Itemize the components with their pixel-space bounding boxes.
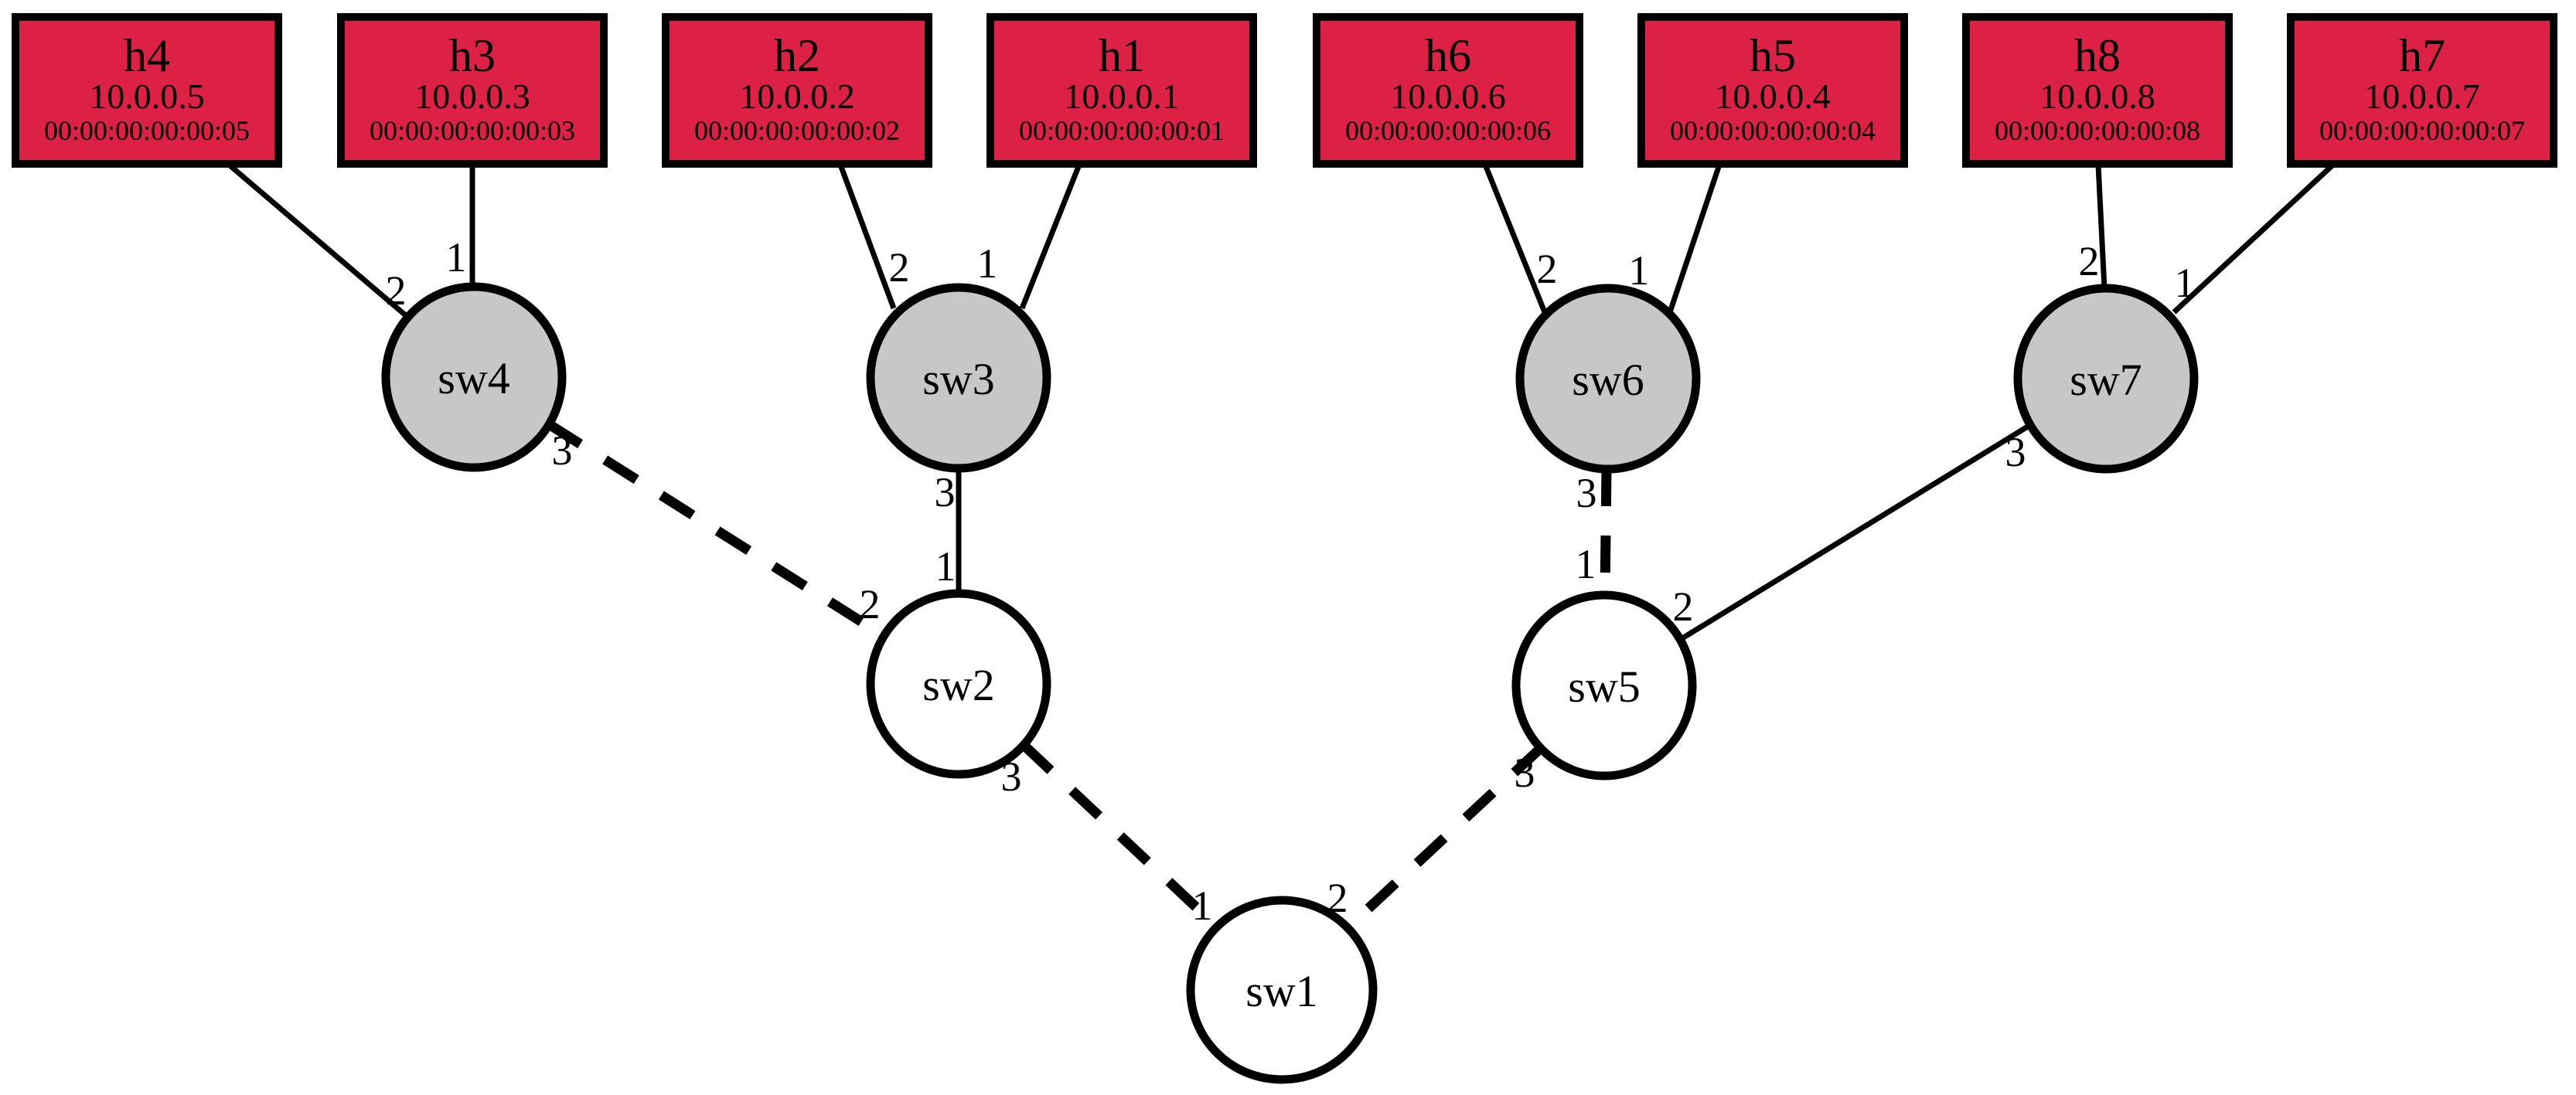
link-sw4-sw2-dashed xyxy=(546,420,888,641)
switch-node-sw1: sw1 xyxy=(1186,896,1378,1084)
host-node-h8: h8 10.0.0.8 00:00:00:00:00:08 xyxy=(1962,13,2233,168)
host-mac-label: 00:00:00:00:00:02 xyxy=(694,115,900,146)
host-ip-label: 10.0.0.4 xyxy=(1715,77,1831,116)
host-box-h7 xyxy=(2287,13,2557,168)
host-box-h4 xyxy=(12,13,282,168)
host-box-h6 xyxy=(1313,13,1583,168)
host-name-label: h1 xyxy=(1099,30,1145,81)
host-ip-label: 10.0.0.3 xyxy=(414,77,530,116)
switch-node-sw2: sw2 xyxy=(866,589,1051,779)
port-label-sw3-2: 2 xyxy=(889,244,910,291)
host-mac-label: 00:00:00:00:00:03 xyxy=(370,115,575,146)
link-sw7-sw5 xyxy=(1677,423,2032,643)
switch-name-label: sw5 xyxy=(1568,661,1640,712)
port-label-sw2-3: 3 xyxy=(1001,753,1022,800)
port-label-sw1-2: 2 xyxy=(1327,875,1348,921)
host-node-h2: h2 10.0.0.2 00:00:00:00:00:02 xyxy=(662,13,932,168)
host-box-h8 xyxy=(1962,13,2233,168)
host-node-h3: h3 10.0.0.3 00:00:00:00:00:03 xyxy=(337,13,608,168)
host-name-label: h5 xyxy=(1750,30,1796,81)
port-label-sw6-1: 1 xyxy=(1629,247,1650,294)
host-node-h6: h6 10.0.0.6 00:00:00:00:00:06 xyxy=(1313,13,1583,168)
link-h6-sw6 xyxy=(1482,163,1548,314)
switch-name-label: sw6 xyxy=(1572,355,1644,405)
links-layer xyxy=(227,162,2336,933)
link-h7-sw7 xyxy=(2172,162,2336,315)
link-h4-sw4 xyxy=(227,162,410,319)
port-label-sw2-2: 2 xyxy=(860,581,881,627)
port-label-sw4-1: 1 xyxy=(446,234,467,281)
switch-circle-sw6 xyxy=(1515,284,1701,474)
host-name-label: h3 xyxy=(449,30,496,81)
host-box-h1 xyxy=(986,13,1257,168)
host-name-label: h4 xyxy=(124,30,170,81)
port-label-sw5-2: 2 xyxy=(1673,583,1694,630)
host-node-h1: h1 10.0.0.1 00:00:00:00:00:01 xyxy=(986,13,1257,168)
host-mac-label: 00:00:00:00:00:08 xyxy=(1995,115,2200,146)
host-node-h7: h7 10.0.0.7 00:00:00:00:00:07 xyxy=(2287,13,2557,168)
host-name-label: h7 xyxy=(2399,30,2445,81)
switch-node-sw3: sw3 xyxy=(866,283,1051,473)
switch-name-label: sw3 xyxy=(922,354,994,404)
port-label-sw4-2: 2 xyxy=(386,267,407,314)
host-mac-label: 00:00:00:00:00:05 xyxy=(44,115,250,146)
link-h5-sw6 xyxy=(1667,163,1722,314)
link-h8-sw7 xyxy=(2095,164,2107,289)
switch-circle-sw5 xyxy=(1511,590,1697,780)
switch-circle-sw7 xyxy=(2013,284,2199,474)
port-label-sw1-1: 1 xyxy=(1192,882,1213,929)
host-box-h5 xyxy=(1637,13,1908,168)
link-h2-sw3 xyxy=(837,163,897,310)
switch-circle-sw2 xyxy=(866,589,1051,779)
host-name-label: h2 xyxy=(774,30,820,81)
port-label-sw5-1: 1 xyxy=(1576,541,1596,587)
host-ip-label: 10.0.0.6 xyxy=(1390,77,1506,116)
host-node-h4: h4 10.0.0.5 00:00:00:00:00:05 xyxy=(12,13,282,168)
host-ip-label: 10.0.0.1 xyxy=(1064,77,1180,116)
host-mac-label: 00:00:00:00:00:01 xyxy=(1019,115,1225,146)
host-ip-label: 10.0.0.8 xyxy=(2039,77,2155,116)
host-box-h3 xyxy=(337,13,608,168)
switch-node-sw4: sw4 xyxy=(381,282,567,472)
host-name-label: h8 xyxy=(2074,30,2121,81)
switch-circle-sw4 xyxy=(381,282,567,472)
host-name-label: h6 xyxy=(1425,30,1471,81)
port-label-sw4-3: 3 xyxy=(552,427,573,474)
switch-circle-sw3 xyxy=(866,283,1051,473)
switch-node-sw7: sw7 xyxy=(2013,284,2199,474)
port-labels-layer: 2 1 3 2 1 3 2 1 3 2 1 3 1 2 3 1 2 3 1 2 xyxy=(386,234,2196,929)
switch-node-sw5: sw5 xyxy=(1511,590,1697,780)
port-label-sw6-2: 2 xyxy=(1537,246,1558,292)
link-sw2-sw1-dashed xyxy=(1020,741,1223,933)
host-mac-label: 00:00:00:00:00:07 xyxy=(2319,115,2525,146)
switch-name-label: sw2 xyxy=(922,660,994,710)
switch-circle-sw1 xyxy=(1186,896,1378,1084)
port-label-sw7-3: 3 xyxy=(2005,429,2026,475)
host-ip-label: 10.0.0.5 xyxy=(89,77,205,116)
port-label-sw6-3: 3 xyxy=(1576,470,1597,516)
switch-name-label: sw7 xyxy=(2070,355,2142,405)
switch-name-label: sw4 xyxy=(438,353,509,403)
port-label-sw7-2: 2 xyxy=(2079,238,2100,284)
host-mac-label: 00:00:00:00:00:04 xyxy=(1670,115,1876,146)
host-ip-label: 10.0.0.2 xyxy=(739,77,855,116)
link-sw6-sw5-dashed xyxy=(1600,468,1612,597)
link-h1-sw3 xyxy=(1019,163,1082,310)
host-box-h2 xyxy=(662,13,932,168)
link-sw5-sw1-dashed xyxy=(1346,743,1545,930)
switch-name-label: sw1 xyxy=(1245,966,1317,1016)
port-label-sw5-3: 3 xyxy=(1515,750,1535,796)
switch-node-sw6: sw6 xyxy=(1515,284,1701,474)
host-node-h5: h5 10.0.0.4 00:00:00:00:00:04 xyxy=(1637,13,1908,168)
host-mac-label: 00:00:00:00:00:06 xyxy=(1345,115,1551,146)
port-label-sw3-3: 3 xyxy=(935,469,956,515)
port-label-sw7-1: 1 xyxy=(2175,260,2196,306)
port-label-sw2-1: 1 xyxy=(935,543,956,590)
port-label-sw3-1: 1 xyxy=(977,240,998,287)
host-ip-label: 10.0.0.7 xyxy=(2364,77,2480,116)
